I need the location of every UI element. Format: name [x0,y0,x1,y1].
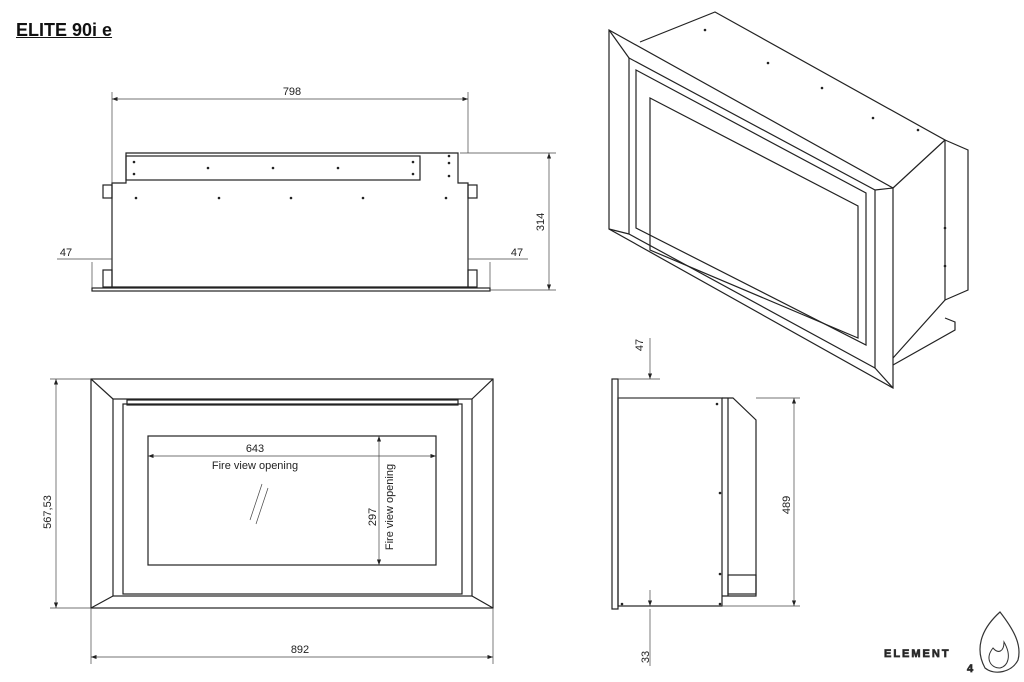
svg-text:ELEMENT: ELEMENT [884,648,951,660]
top-view: 798 314 47 47 [57,86,556,292]
dimension-opening-width: 643 [246,443,264,455]
dimension-height-top: 314 [535,213,547,231]
isometric-view [608,11,969,390]
dimension-side-bottom-offset: 33 [640,651,652,663]
opening-height-label: Fire view opening [384,464,396,550]
dimension-side-height: 489 [781,496,793,514]
dimension-side-top-offset: 47 [634,339,646,351]
dimension-opening-height: 297 [367,508,379,526]
front-view: 643 Fire view opening 297 Fire view open… [42,378,494,664]
dimension-overall-height: 567,53 [42,495,54,529]
opening-width-label: Fire view opening [212,460,298,472]
dimension-right-offset: 47 [511,247,523,259]
dimension-overall-width: 892 [291,644,309,656]
svg-text:4: 4 [967,663,974,675]
element4-logo: ELEMENT 4 [884,611,1020,675]
dimension-left-offset: 47 [60,247,72,259]
dimension-width-top: 798 [283,86,301,98]
side-view: 47 489 33 [611,338,800,666]
drawing-title: ELITE 90i e [16,20,113,40]
